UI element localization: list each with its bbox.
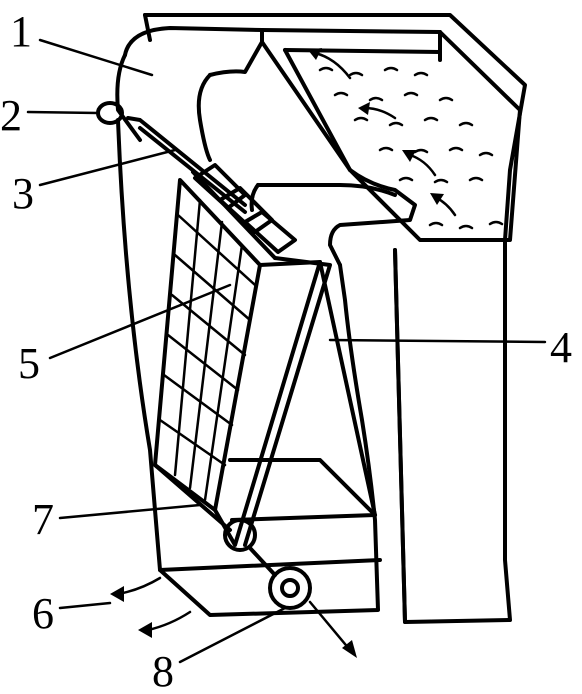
inclined-frame — [213, 256, 377, 547]
leader-lines — [26, 38, 547, 664]
grid-panel — [153, 163, 297, 512]
hood — [115, 26, 417, 267]
wheel — [268, 566, 312, 610]
callout-2: 2 — [0, 91, 22, 140]
leader-2 — [26, 110, 100, 115]
callout-7: 7 — [32, 495, 54, 544]
roller — [153, 463, 277, 577]
leader-1 — [38, 38, 154, 77]
callout-1: 1 — [10, 7, 32, 56]
leader-6 — [58, 601, 112, 610]
callout-labels: 1 2 3 4 5 6 7 8 — [0, 7, 572, 694]
callout-5: 5 — [18, 339, 40, 388]
callout-8: 8 — [152, 647, 174, 694]
liquid-tray — [260, 28, 522, 242]
callout-4: 4 — [550, 323, 572, 372]
callout-6: 6 — [32, 589, 54, 638]
liquid-surface-waves — [318, 66, 504, 230]
leader-4 — [328, 338, 547, 344]
callout-3: 3 — [12, 169, 34, 218]
outflow-arrows — [110, 576, 357, 658]
mesh-clips — [193, 163, 297, 254]
leader-7 — [58, 503, 202, 520]
leader-5 — [48, 283, 232, 360]
leader-3 — [38, 148, 177, 187]
flow-arrows — [308, 48, 457, 217]
leader-8 — [178, 606, 287, 664]
